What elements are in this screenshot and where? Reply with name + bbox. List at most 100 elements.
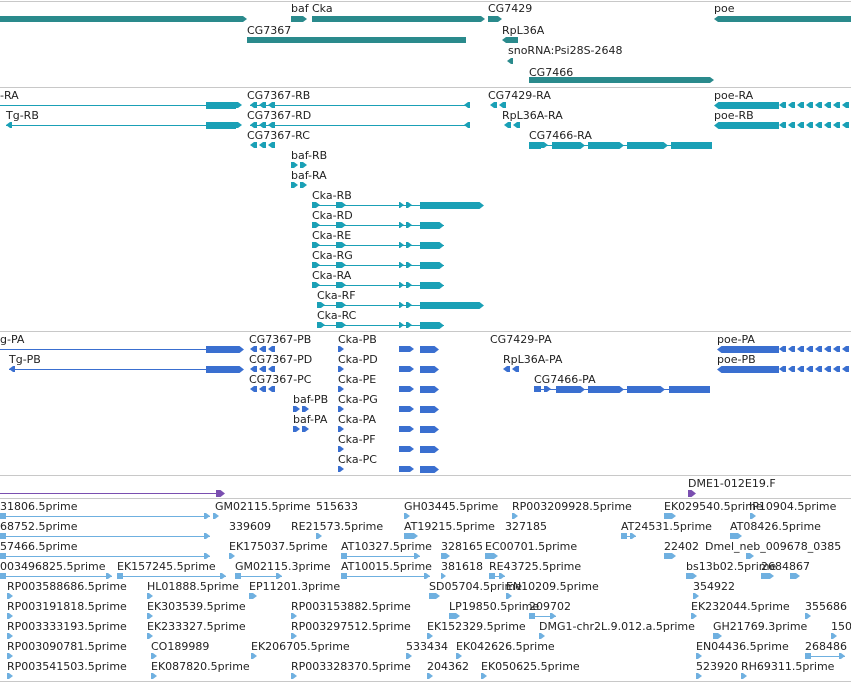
proteins-label[interactable]: Cka-PB	[338, 333, 377, 346]
transcripts-label[interactable]: CG7429-RA	[488, 89, 551, 102]
exon-marker[interactable]	[842, 366, 849, 372]
feature-block[interactable]	[420, 425, 439, 433]
feature-block[interactable]	[420, 201, 484, 209]
exon-marker[interactable]	[250, 142, 257, 148]
transcripts-label[interactable]: baf-RB	[291, 149, 328, 162]
ests-label[interactable]: EK029540.5prime	[664, 500, 763, 513]
feature-block[interactable]	[312, 242, 320, 248]
exon-marker[interactable]	[250, 122, 257, 128]
exon-marker[interactable]	[779, 102, 786, 108]
exon-marker[interactable]	[499, 102, 506, 108]
ests-label[interactable]: EK233327.5prime	[147, 620, 246, 633]
exon-marker[interactable]	[833, 366, 840, 372]
ests-label[interactable]: GM02115.3prime	[235, 560, 331, 573]
exon-marker[interactable]	[259, 102, 266, 108]
feature-block[interactable]	[761, 573, 774, 579]
feature-block[interactable]	[147, 613, 153, 619]
feature-block[interactable]	[147, 633, 153, 639]
exon-marker[interactable]	[490, 102, 497, 108]
ests-label[interactable]: EK175037.5prime	[229, 540, 328, 553]
proteins-label[interactable]: poe-PB	[717, 353, 756, 366]
exon-marker[interactable]	[788, 366, 795, 372]
genes-label[interactable]: poe	[714, 2, 735, 15]
exon-marker[interactable]	[842, 122, 849, 128]
feature-block[interactable]	[399, 426, 414, 432]
feature-block[interactable]	[420, 241, 444, 249]
exon-marker[interactable]	[806, 346, 813, 352]
feature-block[interactable]	[206, 365, 244, 373]
arrow-icon[interactable]	[6, 122, 12, 128]
feature-block[interactable]	[556, 385, 585, 393]
feature-block[interactable]	[550, 613, 556, 619]
feature-block[interactable]	[406, 653, 412, 659]
feature-block[interactable]	[693, 593, 699, 599]
feature-block[interactable]	[406, 202, 412, 208]
proteins-label[interactable]: CG7367-PC	[249, 373, 312, 386]
ests-label[interactable]: AT24531.5prime	[621, 520, 712, 533]
ests-label[interactable]: RP003209928.5prime	[512, 500, 632, 513]
proteins-label[interactable]: CG7429-PA	[490, 333, 552, 346]
exon-marker[interactable]	[259, 386, 266, 392]
feature-block[interactable]	[336, 222, 346, 228]
exon-marker[interactable]	[842, 102, 849, 108]
feature-block[interactable]	[251, 653, 257, 659]
exon-marker[interactable]	[250, 366, 257, 372]
feature-block[interactable]	[420, 465, 439, 473]
feature-block[interactable]	[206, 101, 236, 109]
ests-label[interactable]: 209702	[529, 600, 571, 613]
ests-label[interactable]: Dmel_neb_009678_0385	[705, 540, 842, 553]
ests-label[interactable]: RP003328370.5prime	[291, 660, 411, 673]
feature-block[interactable]	[714, 101, 779, 109]
ests-label[interactable]: RH69311.5prime	[741, 660, 835, 673]
exon-marker[interactable]	[815, 122, 822, 128]
exon-marker[interactable]	[806, 366, 813, 372]
feature-block[interactable]	[831, 633, 837, 639]
feature-block[interactable]	[449, 613, 460, 619]
feature-block[interactable]	[336, 202, 346, 208]
feature-block[interactable]	[336, 242, 346, 248]
feature-block[interactable]	[406, 302, 412, 308]
ests-label[interactable]: 327185	[505, 520, 547, 533]
feature-block[interactable]	[247, 37, 466, 43]
exon-marker[interactable]	[291, 162, 298, 168]
transcripts-label[interactable]: CG7367-RD	[247, 109, 312, 122]
feature-block[interactable]	[147, 593, 153, 599]
feature-block[interactable]	[489, 573, 495, 579]
ests-label[interactable]: SD05704.5prime	[429, 580, 522, 593]
feature-block[interactable]	[839, 653, 845, 659]
feature-block[interactable]	[539, 633, 545, 639]
exon-marker[interactable]	[259, 366, 266, 372]
ests-label[interactable]: EK206705.5prime	[251, 640, 350, 653]
exon-marker[interactable]	[504, 122, 511, 128]
genes-label[interactable]: RpL36A	[502, 24, 545, 37]
feature-block[interactable]	[713, 633, 722, 639]
proteins-label[interactable]: Cka-PE	[338, 373, 377, 386]
arrow-icon[interactable]	[236, 102, 242, 108]
ests-label[interactable]: LP19850.5prime	[449, 600, 540, 613]
exon-marker[interactable]	[806, 122, 813, 128]
feature-block[interactable]	[220, 573, 226, 579]
feature-block[interactable]	[338, 386, 344, 392]
feature-block[interactable]	[7, 633, 13, 639]
genes-label[interactable]: baf	[291, 2, 309, 15]
feature-block[interactable]	[717, 365, 779, 373]
genes-label[interactable]: CG7429	[488, 2, 533, 15]
ests-label[interactable]: EK157245.5prime	[117, 560, 216, 573]
feature-block[interactable]	[406, 262, 412, 268]
exon-marker[interactable]	[788, 102, 795, 108]
transcripts-label[interactable]: Cka-RB	[312, 189, 352, 202]
feature-block[interactable]	[429, 593, 440, 599]
exon-marker[interactable]	[815, 102, 822, 108]
ests-label[interactable]: bs13b02.5prime	[686, 560, 777, 573]
ests-label[interactable]: EK042626.5prime	[456, 640, 555, 653]
feature-block[interactable]	[427, 633, 433, 639]
proteins-label[interactable]: Cka-PC	[338, 453, 377, 466]
ests-label[interactable]: 003496825.5prime	[0, 560, 106, 573]
feature-block[interactable]	[420, 301, 484, 309]
feature-block[interactable]	[336, 282, 346, 288]
feature-block[interactable]	[312, 202, 320, 208]
feature-block[interactable]	[338, 346, 344, 352]
feature-block[interactable]	[714, 121, 779, 129]
exon-marker[interactable]	[512, 366, 519, 372]
feature-block[interactable]	[291, 613, 297, 619]
